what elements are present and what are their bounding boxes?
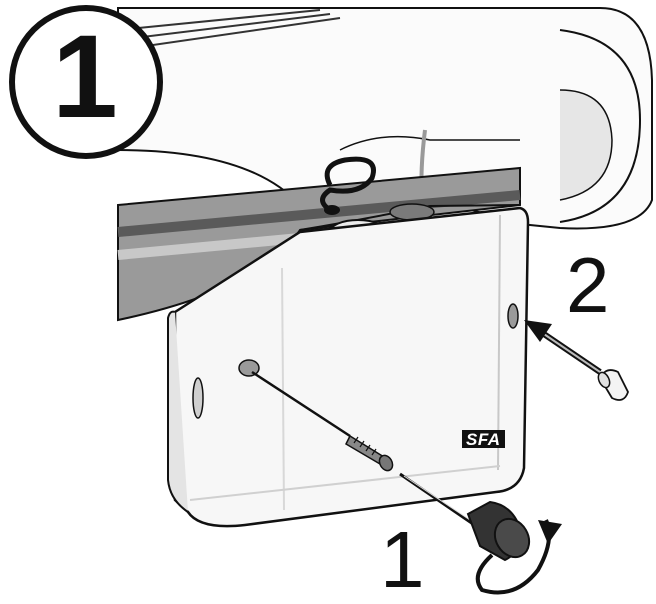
callout-label-2: 2 xyxy=(566,241,610,329)
push-arrow-icon xyxy=(524,320,602,375)
rotation-arrow-icon xyxy=(475,519,562,595)
screw-guide-line xyxy=(251,370,351,438)
cover-cap-icon xyxy=(597,369,629,401)
screwdriver-icon xyxy=(399,472,531,562)
step-number-badge: 1 xyxy=(52,11,118,143)
callout-label-1: 1 xyxy=(380,515,425,604)
side-hole xyxy=(507,303,519,329)
brand-logo: SFA xyxy=(462,430,505,448)
screw-icon xyxy=(345,434,394,472)
pump-unit xyxy=(167,206,530,528)
step-badge-circle xyxy=(9,5,163,159)
